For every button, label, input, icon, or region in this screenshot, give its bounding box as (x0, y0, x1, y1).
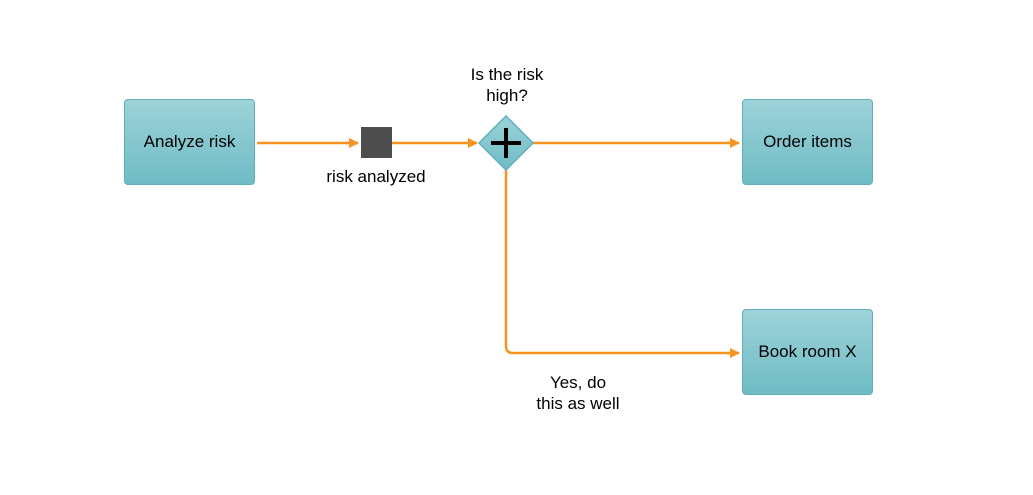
task-order-items[interactable]: Order items (742, 99, 873, 185)
parallel-gateway[interactable] (477, 114, 535, 172)
gateway-question-line-2: high? (486, 86, 528, 105)
gateway-question-line-1: Is the risk (470, 65, 544, 84)
task-book-room[interactable]: Book room X (742, 309, 873, 395)
event-label: risk analyzed (326, 167, 426, 186)
task-analyze-risk[interactable]: Analyze risk (124, 99, 255, 185)
risk-analyzed-event[interactable] (361, 127, 392, 158)
task-book-room-label: Book room X (758, 342, 857, 361)
flow-book-room-label-line-2: this as well (536, 394, 620, 413)
task-analyze-risk-label: Analyze risk (143, 132, 236, 151)
task-order-items-label: Order items (763, 132, 852, 151)
flow-book-room-label: Yes, do this as well (512, 372, 644, 414)
flow-book-room-label-line-1: Yes, do (549, 373, 607, 392)
flow-gateway-to-book-room[interactable] (504, 170, 740, 358)
gateway-question-label: Is the risk high? (446, 64, 568, 106)
